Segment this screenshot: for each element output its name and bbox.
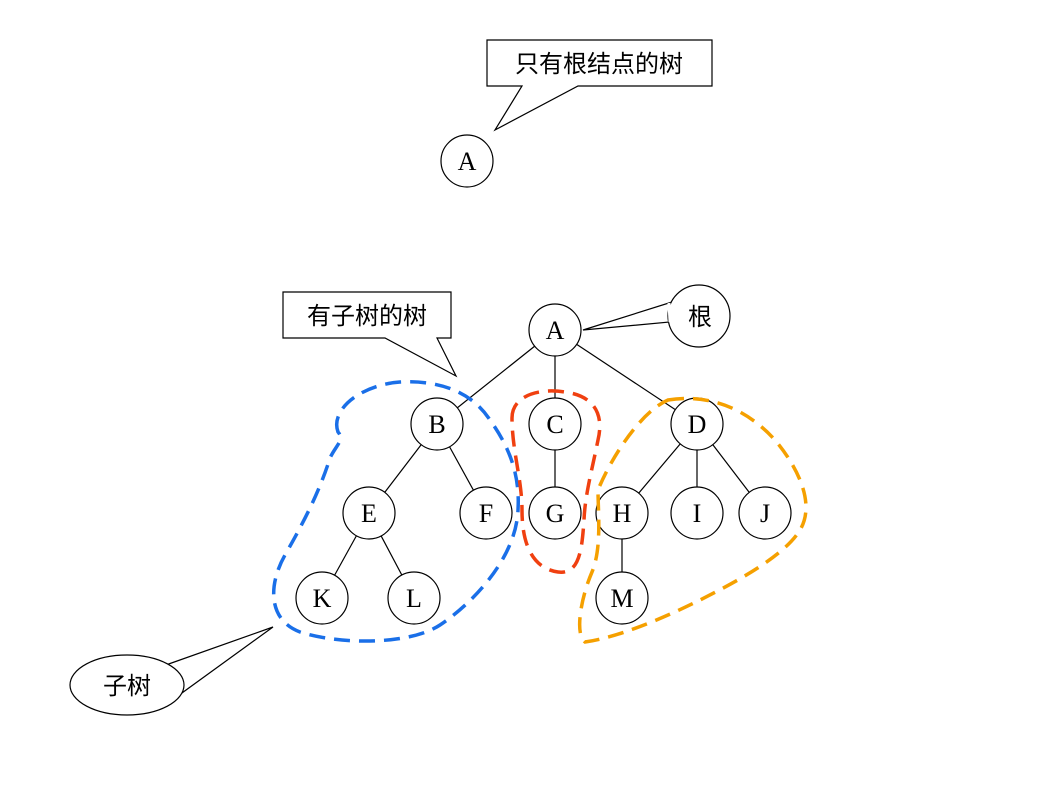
single-node-a: A <box>440 134 494 188</box>
node-label: G <box>546 499 565 528</box>
node-i: I <box>670 486 724 540</box>
node-label: M <box>610 584 633 613</box>
subtree-c-outline <box>510 389 602 574</box>
node-label: A <box>546 316 565 345</box>
node-label: A <box>458 147 477 176</box>
node-d: D <box>670 397 724 451</box>
tree-edges <box>321 329 766 599</box>
callout-text: 子树 <box>103 672 151 700</box>
callout-tree-with-subtrees: 有子树的树 <box>282 291 458 378</box>
callout-text: 只有根结点的树 <box>515 50 683 78</box>
node-label: E <box>361 499 377 528</box>
node-c: C <box>528 397 582 451</box>
callout-text: 根 <box>688 303 712 331</box>
callout-box <box>282 291 458 378</box>
subtree-d-outline <box>577 396 808 644</box>
node-label: D <box>688 410 707 439</box>
node-label: C <box>546 410 563 439</box>
node-m: M <box>595 571 649 625</box>
node-label: I <box>693 499 702 528</box>
tree-nodes: A B C D E F G H I J K L M <box>295 303 792 625</box>
node-f: F <box>459 486 513 540</box>
callout-subtree: 子树 <box>69 626 274 716</box>
node-label: L <box>406 584 422 613</box>
subtree-b-outline <box>272 380 520 643</box>
node-label: J <box>760 499 770 528</box>
node-b: B <box>410 397 464 451</box>
callout-box <box>486 39 713 132</box>
node-j: J <box>738 486 792 540</box>
node-label: F <box>479 499 493 528</box>
node-k: K <box>295 571 349 625</box>
node-g: G <box>528 486 582 540</box>
edge-a-d <box>554 329 698 425</box>
node-a: A <box>528 303 582 357</box>
node-l: L <box>387 571 441 625</box>
node-label: B <box>428 410 445 439</box>
node-label: H <box>613 499 632 528</box>
callout-root: 根 <box>582 284 731 348</box>
node-e: E <box>342 486 396 540</box>
node-label: K <box>313 584 332 613</box>
callout-text: 有子树的树 <box>307 302 427 330</box>
node-h: H <box>595 486 649 540</box>
callout-pointer <box>582 301 673 331</box>
callout-single-root-tree: 只有根结点的树 <box>486 39 713 132</box>
